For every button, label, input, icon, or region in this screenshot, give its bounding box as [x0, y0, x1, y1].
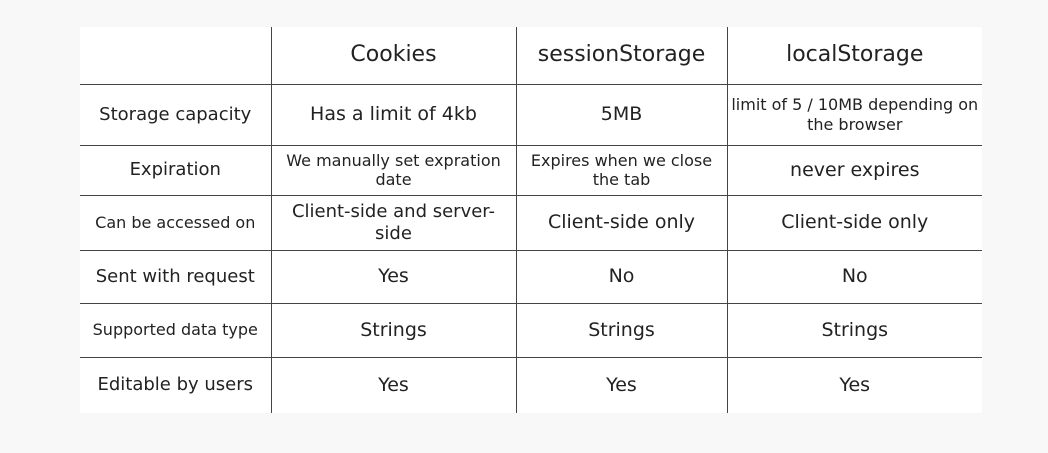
cell-local-capacity: limit of 5 / 10MB depending on the brows… — [726, 83, 982, 146]
cell-cookies-access: Client-side and server-side — [270, 194, 517, 251]
cell-session-expiration: Expires when we close the tab — [515, 144, 728, 196]
cell-cookies-capacity: Has a limit of 4kb — [270, 83, 517, 146]
table-row: Sent with request Yes No No — [80, 249, 982, 304]
table-row: Supported data type Strings Strings Stri… — [80, 302, 982, 358]
row-label-storage-capacity: Storage capacity — [80, 83, 272, 146]
cell-local-type: Strings — [726, 302, 982, 358]
cell-session-capacity: 5MB — [515, 83, 728, 146]
cell-local-sent: No — [726, 249, 982, 304]
cell-session-editable: Yes — [515, 356, 728, 413]
row-label-sent-with-request: Sent with request — [80, 249, 272, 304]
cell-local-editable: Yes — [726, 356, 982, 413]
row-label-editable: Editable by users — [80, 356, 272, 413]
header-cookies: Cookies — [270, 27, 517, 85]
cell-session-access: Client-side only — [515, 194, 728, 251]
header-corner — [80, 27, 272, 85]
table-row: Storage capacity Has a limit of 4kb 5MB … — [80, 83, 982, 146]
cell-session-type: Strings — [515, 302, 728, 358]
row-label-access: Can be accessed on — [80, 194, 272, 251]
table-row: Can be accessed on Client-side and serve… — [80, 194, 982, 251]
table-row: Expiration We manually set expration dat… — [80, 144, 982, 196]
comparison-card: Cookies sessionStorage localStorage Stor… — [80, 27, 982, 413]
table-row: Editable by users Yes Yes Yes — [80, 356, 982, 413]
cell-cookies-editable: Yes — [270, 356, 517, 413]
cell-local-access: Client-side only — [726, 194, 982, 251]
cell-cookies-expiration: We manually set expration date — [270, 144, 517, 196]
cell-cookies-sent: Yes — [270, 249, 517, 304]
header-localstorage: localStorage — [726, 27, 982, 85]
storage-comparison-table: Cookies sessionStorage localStorage Stor… — [80, 27, 982, 413]
row-label-expiration: Expiration — [80, 144, 272, 196]
header-row: Cookies sessionStorage localStorage — [80, 27, 982, 85]
row-label-data-type: Supported data type — [80, 302, 272, 358]
header-sessionstorage: sessionStorage — [515, 27, 728, 85]
cell-local-expiration: never expires — [726, 144, 982, 196]
cell-session-sent: No — [515, 249, 728, 304]
cell-cookies-type: Strings — [270, 302, 517, 358]
